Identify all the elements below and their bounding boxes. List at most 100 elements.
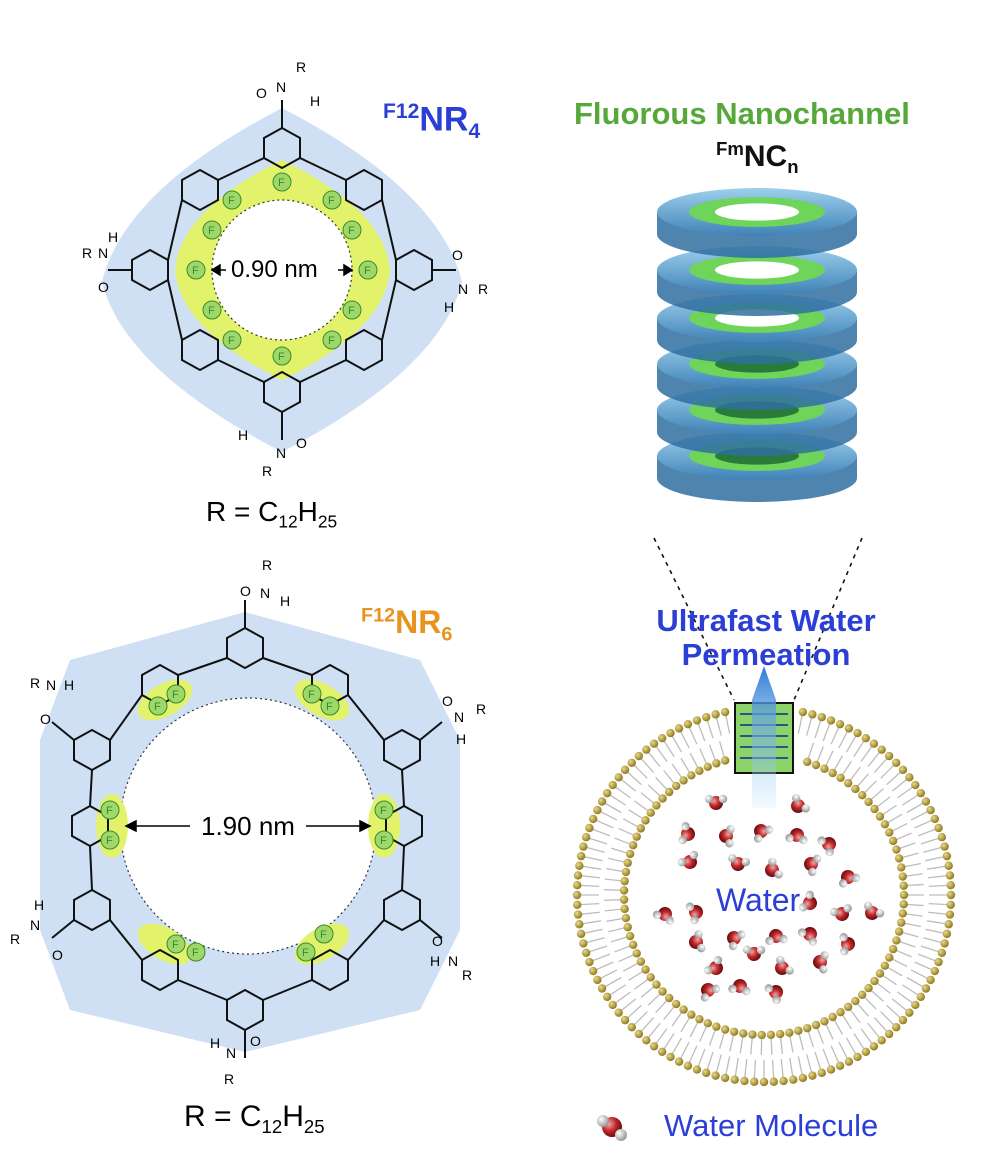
lipid-head: [759, 1077, 769, 1087]
lipid-head: [894, 854, 904, 863]
lipid-head: [916, 992, 926, 1002]
lipid-head: [703, 1019, 712, 1028]
atom-label: H: [108, 229, 118, 245]
lipid-head: [597, 797, 607, 806]
lipid-head: [642, 1036, 651, 1045]
fluorine-atoms: F F F F F F F F F F F F: [186, 172, 378, 366]
lipid-head: [843, 778, 853, 788]
lipid-head: [835, 1061, 845, 1071]
nanochannel-stack: [657, 188, 857, 502]
water-molecule: [863, 901, 885, 920]
lipid-head: [942, 929, 952, 939]
lipid-head: [666, 1052, 675, 1062]
lipid-head: [885, 828, 894, 837]
atom-label: R: [262, 463, 272, 479]
lipid-head: [898, 765, 908, 775]
lipid-head: [899, 900, 908, 909]
svg-text:F: F: [192, 947, 199, 959]
lipid-head: [844, 724, 854, 733]
lipid-head: [916, 788, 926, 798]
atom-label: N: [448, 953, 458, 969]
lipid-head: [946, 881, 955, 890]
lipid-head: [828, 1012, 837, 1022]
lipid-head: [702, 712, 711, 722]
lipid-head: [585, 823, 594, 833]
molecule1-r-formula: R = C12H25: [206, 496, 338, 532]
atom-label: R: [224, 1071, 234, 1087]
svg-text:F: F: [326, 701, 333, 713]
lipid-head: [946, 890, 956, 900]
water-molecule: [798, 890, 817, 912]
lipid-head: [588, 966, 598, 976]
lipid-head: [798, 707, 808, 717]
atom-label: N: [458, 281, 468, 297]
lipid-head: [945, 910, 955, 919]
lipid-head: [843, 1002, 853, 1012]
lipid-head: [808, 1071, 817, 1080]
lipid-head: [641, 816, 650, 825]
svg-text:F: F: [278, 351, 285, 363]
water-molecule: [791, 793, 810, 813]
lipid-head: [844, 1057, 854, 1066]
nanochannel-formula: FmNCn: [716, 138, 799, 177]
lipid-head: [892, 758, 901, 767]
water-molecule: [830, 904, 852, 921]
lipid-head: [897, 863, 906, 872]
lipid-head: [575, 920, 584, 929]
lipid-head: [588, 814, 598, 824]
water-molecule: [704, 955, 723, 975]
lipid-head: [671, 781, 681, 791]
water-molecule: [652, 907, 674, 925]
lipid-head: [811, 1020, 821, 1030]
lipid-head: [750, 1077, 759, 1086]
atom-label: O: [296, 435, 307, 451]
lipid-head: [875, 969, 885, 978]
projection-lines: [653, 537, 863, 701]
lipid-head: [888, 944, 898, 954]
lipid-head: [739, 1029, 748, 1038]
water-molecule: [704, 794, 728, 810]
lipid-head: [664, 787, 674, 797]
lipid-head: [798, 1073, 808, 1083]
water-molecule: [838, 870, 861, 888]
lipid-head: [658, 794, 667, 803]
atom-label: R: [262, 557, 272, 573]
water-molecule: [765, 857, 783, 879]
lipid-head: [853, 1052, 862, 1062]
lipid-head: [877, 745, 886, 754]
lipid-head: [803, 1023, 812, 1033]
lipid-head: [575, 861, 584, 870]
svg-text:F: F: [320, 929, 327, 941]
svg-text:F: F: [302, 947, 309, 959]
water-molecule: [677, 850, 699, 869]
svg-text:F: F: [328, 335, 335, 347]
lipid-head: [757, 1030, 766, 1040]
lipid-head: [826, 716, 836, 725]
atom-label: H: [456, 731, 466, 747]
lipid-head: [897, 918, 906, 927]
svg-text:F: F: [172, 939, 179, 951]
lipid-head: [627, 1023, 636, 1032]
permeation-line2: Permeation: [681, 637, 851, 672]
lipid-head: [602, 992, 612, 1002]
lipid-head: [730, 1075, 739, 1084]
svg-text:F: F: [364, 265, 371, 277]
atom-label: R: [476, 701, 486, 717]
atom-label: H: [210, 1035, 220, 1051]
lipid-head: [740, 1076, 749, 1086]
svg-text:F: F: [278, 177, 285, 189]
diameter-arrow-2: [124, 819, 372, 833]
water-molecule-legend-icon: [597, 1115, 627, 1141]
lipid-head: [619, 886, 629, 895]
lipid-head: [899, 890, 909, 900]
fluorine-atoms: F F F F F F F F F F F F: [100, 684, 394, 962]
atom-label: R: [10, 931, 20, 947]
svg-text:F: F: [228, 335, 235, 347]
lipid-head: [620, 876, 629, 886]
amide-bond: [108, 100, 456, 440]
lipid-head: [789, 1075, 798, 1084]
lipid-head: [628, 940, 638, 950]
lipid-head: [921, 797, 931, 806]
lipid-inner-leaflet: [604, 741, 924, 1055]
atom-label: N: [276, 79, 286, 95]
